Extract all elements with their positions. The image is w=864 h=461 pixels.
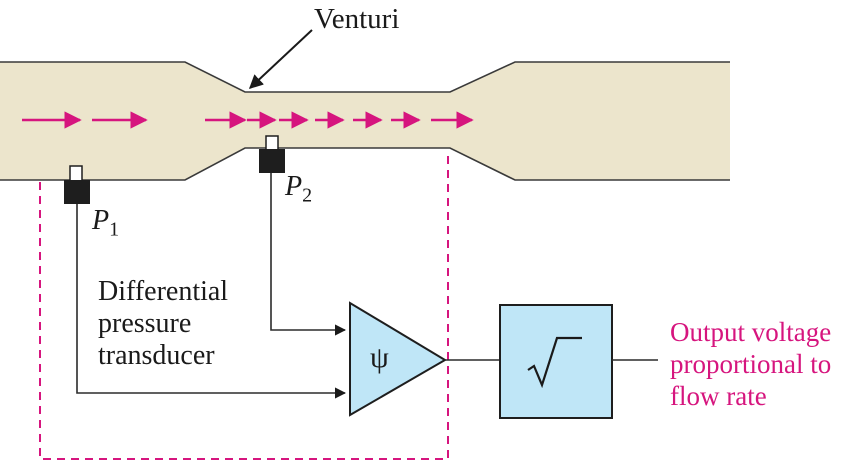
transducer-label: Differential pressure transducer	[98, 276, 228, 372]
p2-subscript: 2	[302, 184, 313, 207]
pipe-top-edge	[0, 61, 730, 93]
venturi-label: Venturi	[314, 3, 400, 35]
transducer-line-2: pressure	[98, 308, 192, 339]
pipe-bottom-edge	[0, 147, 730, 181]
wire-p2-to-amp	[270, 173, 347, 336]
square-root-block-icon	[499, 304, 613, 419]
wire-p1-to-amp	[76, 204, 347, 399]
transducer-line-1: Differential	[98, 276, 229, 307]
p1-letter: P	[92, 205, 110, 236]
p1-subscript: 1	[109, 218, 120, 241]
dashed-enclosure	[39, 150, 449, 460]
pressure-tap-p1	[64, 165, 90, 204]
output-line-2: proportional to	[670, 349, 832, 379]
pressure-tap-p2	[259, 135, 285, 173]
output-line-1: Output voltage	[670, 317, 832, 347]
output-line-3: flow rate	[670, 381, 767, 411]
transducer-line-3: transducer	[98, 340, 215, 371]
amplifier-triangle-icon	[349, 301, 447, 417]
output-label: Output voltage proportional to flow rate	[670, 316, 831, 412]
amplifier-symbol: ψ	[370, 341, 389, 374]
p2-letter: P	[285, 171, 303, 202]
p2-label: P2	[285, 172, 312, 211]
venturi-pointer-arrow	[248, 29, 313, 89]
p1-label: P1	[92, 206, 119, 245]
sqrt-radical-icon	[527, 336, 582, 389]
